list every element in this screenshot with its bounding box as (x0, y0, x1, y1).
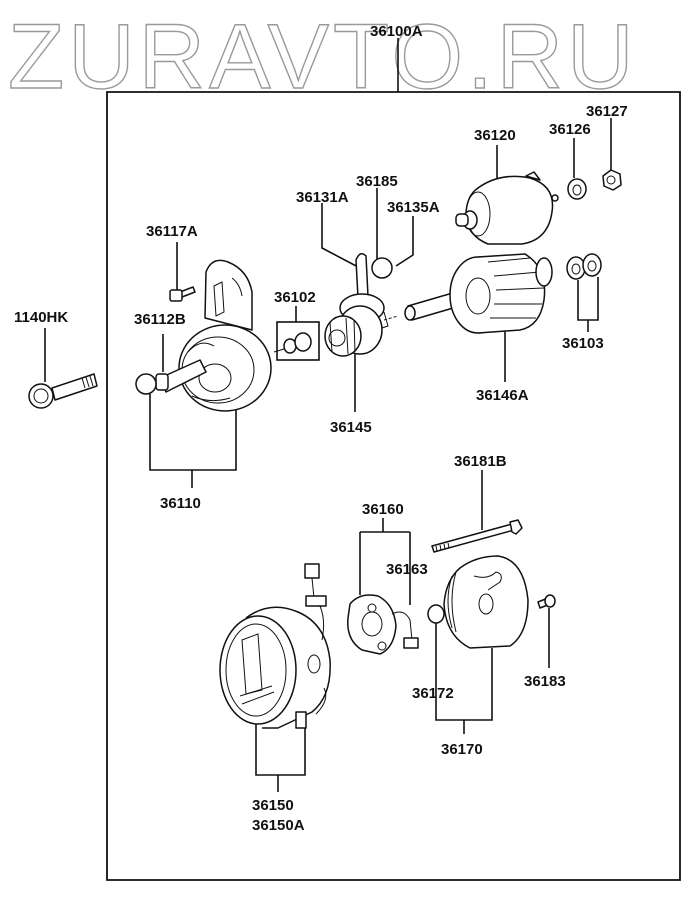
part-label-36163[interactable]: 36163 (386, 561, 428, 578)
part-36126-washer[interactable] (567, 138, 587, 200)
part-label-36102[interactable]: 36102 (274, 289, 316, 306)
part-label-36160[interactable]: 36160 (362, 501, 404, 518)
part-36145-overrunning-clutch[interactable] (324, 305, 399, 412)
part-36110-front-housing[interactable] (135, 259, 272, 488)
part-label-36103[interactable]: 36103 (562, 335, 604, 352)
part-36127-nut[interactable] (602, 118, 622, 191)
part-label-36126[interactable]: 36126 (549, 121, 591, 138)
part-label-36185[interactable]: 36185 (356, 173, 398, 190)
part-36185-pin[interactable] (371, 188, 393, 279)
part-label-36145[interactable]: 36145 (330, 419, 372, 436)
part-36170-rear-bracket[interactable] (427, 555, 529, 734)
part-36135A-spring[interactable] (395, 216, 414, 267)
part-label-36110[interactable]: 36110 (160, 495, 201, 512)
part-label-36112B[interactable]: 36112B (134, 311, 186, 328)
part-36120-magnetic-switch[interactable] (455, 145, 559, 245)
part-36150-yoke-assembly[interactable] (219, 563, 331, 792)
assembly-frame (106, 38, 681, 881)
part-label-36170[interactable]: 36170 (441, 741, 483, 758)
part-label-36146A[interactable]: 36146A (476, 387, 529, 404)
part-36181B-through-bolt[interactable] (431, 470, 523, 553)
part-label-36150A[interactable]: 36150A (252, 817, 305, 834)
part-36103-washer-set[interactable] (566, 253, 602, 332)
part-label-36135A[interactable]: 36135A (387, 199, 440, 216)
part-label-36117A[interactable]: 36117A (146, 223, 198, 240)
watermark-text: ZURAVTO.RU (8, 6, 638, 108)
part-label-36131A[interactable]: 36131A (296, 189, 349, 206)
part-36102-gear-set[interactable] (273, 306, 320, 361)
part-label-36181B[interactable]: 36181B (454, 453, 507, 470)
part-36146A-armature[interactable] (404, 253, 553, 382)
part-label-36100A[interactable]: 36100A (370, 23, 423, 40)
part-label-36183[interactable]: 36183 (524, 673, 566, 690)
part-1140HK-bolt[interactable] (28, 328, 98, 409)
part-label-36120[interactable]: 36120 (474, 127, 516, 144)
part-label-36127[interactable]: 36127 (586, 103, 628, 120)
part-36117A-screw[interactable] (169, 242, 196, 302)
part-label-36150[interactable]: 36150 (252, 797, 294, 814)
part-label-1140HK[interactable]: 1140HK (14, 309, 68, 326)
part-label-36172[interactable]: 36172 (412, 685, 454, 702)
part-36183-screw[interactable] (537, 594, 556, 668)
part-36160-brush-holder[interactable] (347, 518, 419, 655)
